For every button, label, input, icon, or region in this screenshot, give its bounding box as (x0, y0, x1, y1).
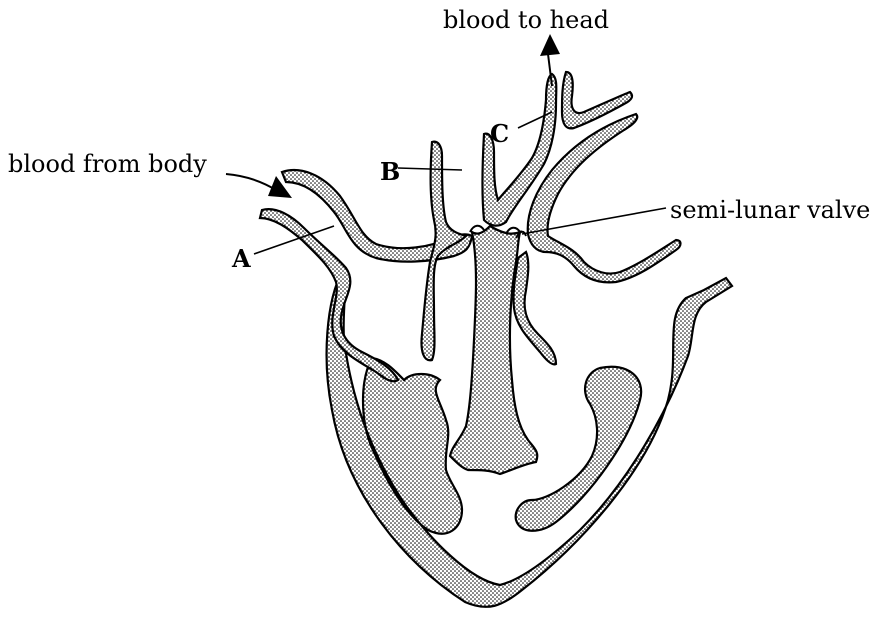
label-blood-from-body: blood from body (8, 152, 207, 176)
label-b: B (380, 160, 400, 184)
label-semi-lunar-valve: semi-lunar valve (670, 198, 870, 222)
leader-line-b (398, 168, 462, 170)
blood-from-body-arrow-shaft (226, 174, 276, 190)
label-blood-to-head: blood to head (443, 8, 609, 32)
label-a: A (232, 247, 251, 271)
label-c: C (490, 122, 509, 146)
left-inflow-vessel (513, 252, 556, 364)
blood-to-head-arrowhead (540, 34, 560, 56)
